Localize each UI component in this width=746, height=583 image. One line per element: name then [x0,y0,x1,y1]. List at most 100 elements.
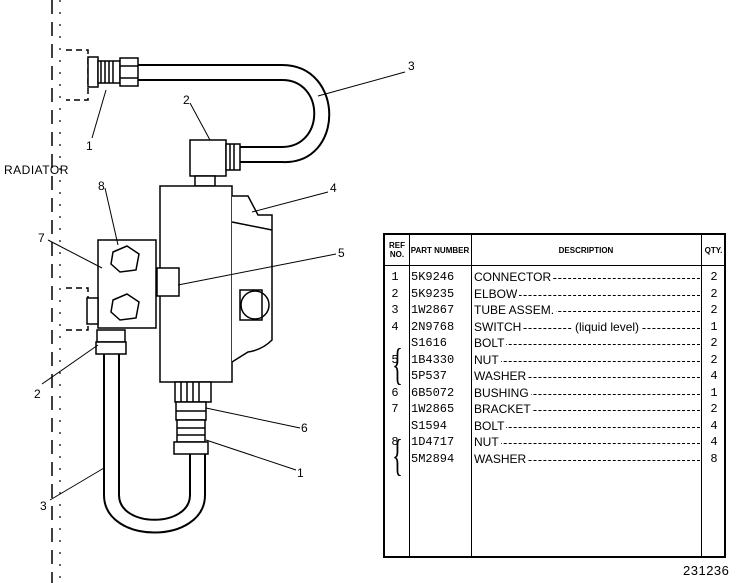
table-row: 1 5K9246 CONNECTOR 2 [385,269,724,286]
callout-4: 4 [330,181,337,195]
callout-3-lower: 3 [40,499,47,513]
quantity: 8 [710,451,718,466]
leader-dots [474,393,700,395]
figure-number: 231236 [683,563,730,578]
description-text: ELBOW [474,286,520,301]
lower-tube [103,354,206,534]
description: NUT [474,352,700,370]
description: BUSHING [474,385,700,403]
table-row: 5M2894 WASHER 8 [385,451,724,468]
callout-6: 6 [301,421,308,435]
part-number: 5K9246 [411,270,455,284]
column-divider [471,235,472,556]
lower-tube-inner [118,354,191,521]
callout-1-lower: 1 [297,466,304,480]
description-text: WASHER [474,369,529,383]
callout-7: 7 [38,231,45,245]
part-number: 5P537 [411,369,448,383]
quantity: 2 [710,270,718,284]
leader-line [47,239,103,269]
description: BOLT [474,335,700,353]
callout-3-upper: 3 [408,59,415,73]
leader-line [317,71,406,97]
quantity: 2 [710,303,718,317]
ref-number: 7 [391,402,399,416]
description-text: NUT [474,352,501,367]
lower-elbow [95,329,127,355]
description: WASHER [474,451,700,469]
leader-dots [474,344,700,345]
part-number: 5M2894 [411,451,455,466]
column-divider [701,235,702,556]
part-number: 1B4330 [411,352,455,367]
upper-elbow [189,139,241,187]
quantity: 2 [710,352,718,367]
table-row: 5P537 WASHER 4 [385,368,724,385]
description-text: BOLT [474,418,507,433]
ref-number: 6 [391,385,399,400]
leader-line [189,102,211,141]
part-number: 5K9235 [411,286,455,301]
ref-number: 5 [391,352,399,367]
column-divider [409,235,410,556]
description-note: (liquid level) [572,318,643,335]
description-text: BUSHING [474,385,531,400]
leader-dots [474,294,700,296]
callout-2-lower: 2 [34,387,41,401]
table-row: 8 1D4717 NUT 4 [385,434,724,451]
quantity: 2 [710,286,718,301]
description: TUBE ASSEM. [474,302,700,320]
table-row: 3 1W2867 TUBE ASSEM. 2 [385,302,724,319]
radiator-mount-bottom [66,287,89,331]
description: CONNECTOR [474,269,700,287]
quantity: 2 [710,402,718,416]
leader-line [104,187,119,246]
quantity: 4 [710,435,718,449]
parts-list-table: REF NO. PART NUMBER DESCRIPTION QTY. { {… [383,233,726,558]
table-row: 5 1B4330 NUT 2 [385,352,724,369]
leader-dots [474,377,700,378]
quantity: 4 [710,369,718,383]
description-text: BRACKET [474,402,533,416]
leader-line [177,253,337,286]
header-qty: QTY. [704,245,723,255]
callout-1-upper: 1 [86,139,93,153]
description: BRACKET [474,401,700,419]
upper-tube-inner [138,79,316,148]
description-text: CONNECTOR [474,270,554,284]
header-divider [385,265,724,266]
description: ELBOW [474,286,700,304]
leader-line [91,89,107,139]
ref-number: 8 [391,435,399,449]
leader-dots [474,443,700,444]
header-ref-no: REF NO. [389,241,405,259]
radiator-mount-top [66,49,89,101]
leader-dots [474,360,700,362]
description: BOLT [474,418,700,436]
leader-dots [474,278,700,279]
header-description: DESCRIPTION [558,245,614,255]
ref-number: 3 [391,303,399,317]
part-number: 1D4717 [411,435,455,449]
leader-dots [474,311,700,312]
header-part-number: PART NUMBER [410,245,470,255]
leader-line [49,467,105,501]
callout-8: 8 [98,179,105,193]
description: NUT [474,434,700,452]
upper-connector [87,56,139,88]
part-number: 1W2867 [411,303,455,317]
description-text: SWITCH [474,319,524,334]
group-brace-5: { [392,340,403,389]
upper-tube [138,64,331,164]
leader-dots [474,410,700,411]
part-number: 1W2865 [411,402,455,416]
ref-number: 1 [391,270,399,284]
description-text: NUT [474,435,501,449]
group-brace-8: { [392,431,403,480]
bushing [175,401,207,421]
